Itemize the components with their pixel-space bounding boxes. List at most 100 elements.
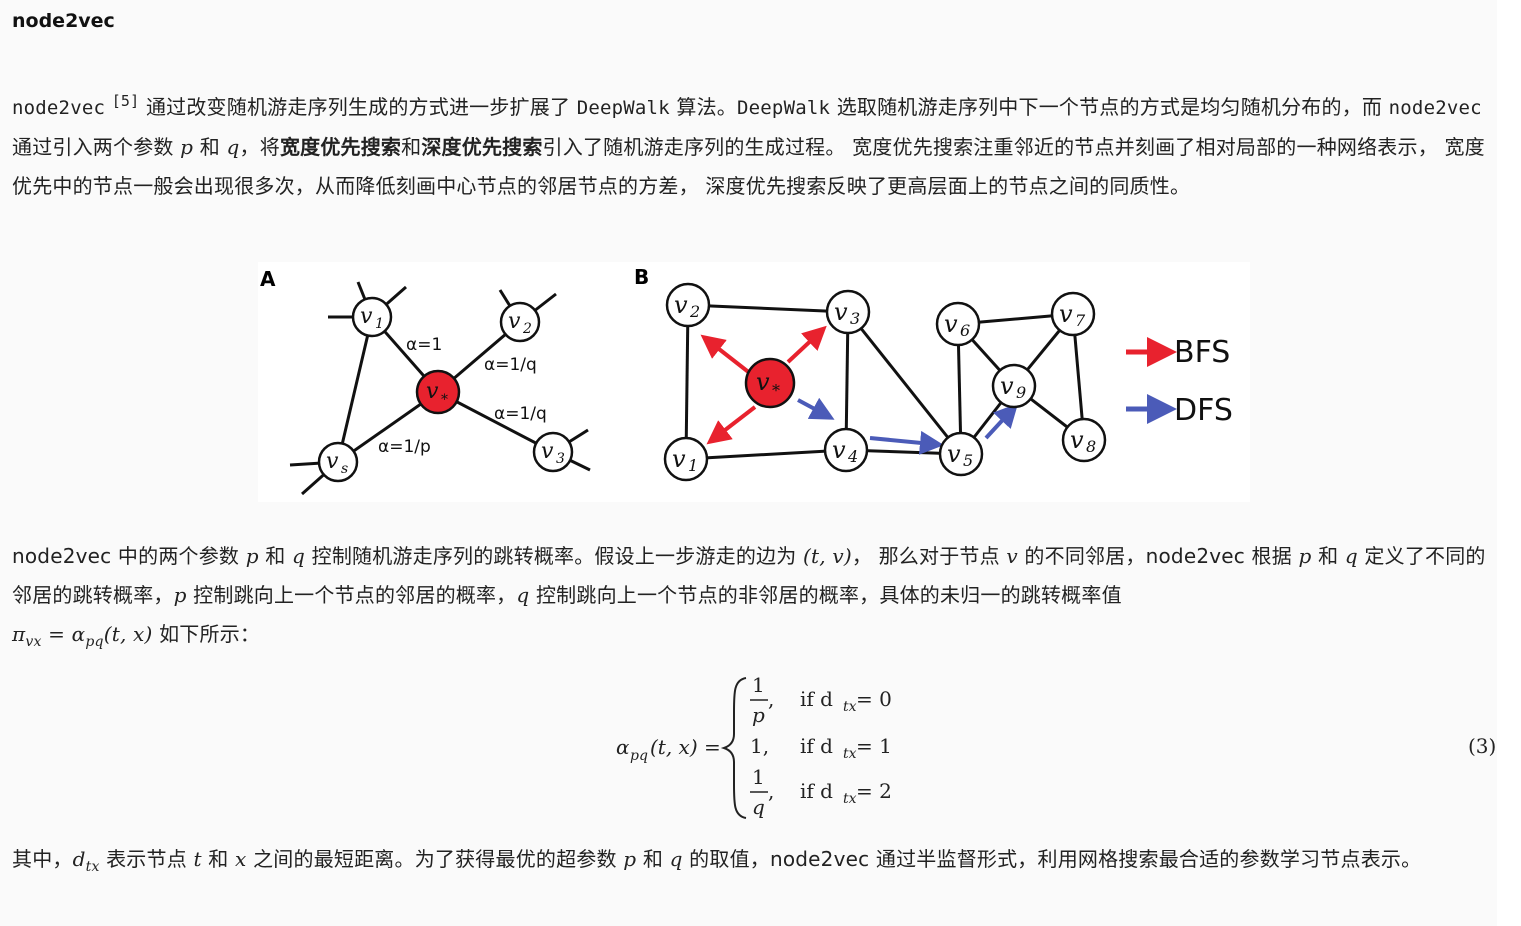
eq-alpha-sub: pq: [630, 748, 648, 764]
math-q: q: [292, 544, 306, 568]
text: ， 那么对于节点: [851, 544, 1007, 568]
text: 算法。: [669, 95, 738, 119]
node-b-v2-sub: 2: [689, 302, 700, 321]
node-vstar-label: v: [426, 379, 439, 404]
node-vs: [317, 441, 359, 483]
text: 控制跳向上一个节点的非邻居的概率，具体的未归一的跳转概率值: [529, 583, 1122, 607]
node-v1: [351, 296, 393, 338]
eq-brace: [720, 677, 747, 819]
node-v3-label: v: [541, 439, 554, 464]
node-vs-sub: s: [341, 461, 348, 477]
node-b-vstar-sub: *: [772, 381, 780, 400]
math-equals: =: [41, 622, 72, 646]
eq-case2-val: = 1: [856, 734, 892, 758]
legend-bfs: BFS: [1174, 335, 1230, 370]
math-x: x: [235, 847, 247, 871]
text: node2vec 中的两个参数: [12, 544, 246, 568]
text: 通过引入两个参数: [12, 135, 181, 159]
node-v1-sub: 1: [375, 316, 384, 332]
node-vs-label: v: [326, 449, 339, 474]
node-b-v3: [825, 289, 871, 335]
node-b-v1-sub: 1: [688, 456, 698, 475]
bold-dfs: 深度优先搜索: [421, 135, 543, 159]
term-node2vec: node2vec: [12, 97, 106, 119]
node-v2: [499, 301, 541, 343]
node-b-v5-sub: 5: [963, 451, 973, 470]
math-args: (t, x): [103, 622, 153, 646]
math-p: p: [180, 135, 194, 159]
conclusion-paragraph: 其中，dtx 表示节点 t 和 x 之间的最短距离。为了获得最优的超参数 p 和…: [12, 840, 1498, 887]
node-b-v9-sub: 9: [1016, 383, 1026, 402]
eq-case3-num: 1: [752, 765, 765, 789]
node-b-v1-label: v: [672, 445, 686, 473]
eq-case3-den: q: [752, 795, 765, 819]
text: 和: [401, 135, 422, 159]
node-vstar-sub: *: [441, 392, 448, 408]
math-alpha-sub: pq: [85, 634, 104, 650]
math-p: p: [173, 583, 187, 607]
citation-link[interactable]: [5]: [111, 92, 140, 110]
text: 表示节点: [99, 847, 194, 871]
eq-case1-comma: ,: [768, 687, 774, 711]
eq-case3-sub: tx: [843, 791, 857, 807]
eq-case2-left: 1,: [750, 734, 769, 758]
term-deepwalk: DeepWalk: [737, 97, 831, 119]
edge-label-alpha-1q: α=1/q: [484, 355, 537, 375]
node-b-v8-label: v: [1070, 426, 1084, 454]
node-b-v8-sub: 8: [1086, 437, 1096, 456]
panel-b-label: B: [634, 265, 649, 289]
text: 和: [636, 847, 670, 871]
text: 和: [201, 847, 236, 871]
node-b-v6-sub: 6: [960, 321, 970, 340]
math-p: p: [623, 847, 637, 871]
edge-label-alpha-1q-b: α=1/q: [494, 404, 547, 424]
text: 和: [258, 544, 293, 568]
text: 的取值，node2vec 通过半监督形式，利用网格搜索最合适的参数学习节点表示。: [682, 847, 1422, 871]
eq-case3-val: = 2: [856, 779, 892, 803]
text: 控制跳向上一个节点的邻居的概率，: [186, 583, 517, 607]
math-q: q: [516, 583, 530, 607]
math-pi-sub: vx: [25, 634, 42, 650]
equation-svg: α pq (t, x) = 1 p , if d tx = 0 1, if d …: [616, 673, 892, 819]
eq-case1-sub: tx: [843, 699, 857, 715]
text: 引入了随机游走序列的生成过程。 宽度优先搜索注重邻近的节点并刻画了相对局部的一种…: [12, 135, 1485, 198]
math-q: q: [226, 135, 240, 159]
eq-args: (t, x) =: [650, 735, 721, 759]
eq-case1-den: p: [752, 703, 765, 727]
edge-label-alpha-1: α=1: [406, 335, 442, 355]
text: 通过改变随机游走序列生成的方式进一步扩展了: [139, 95, 577, 119]
text: 其中，: [12, 847, 73, 871]
math-edge: (t, v): [802, 544, 852, 568]
node-b-v9-label: v: [1000, 372, 1014, 400]
node-b-v2-label: v: [674, 291, 688, 319]
term-node2vec: node2vec: [1388, 97, 1482, 119]
legend-dfs: DFS: [1174, 393, 1233, 428]
eq-alpha: α: [616, 735, 630, 759]
node-b-v7-label: v: [1059, 300, 1073, 328]
text: ，将: [239, 135, 280, 159]
math-q: q: [1344, 544, 1358, 568]
math-v: v: [1006, 544, 1018, 568]
node-b-v9: [991, 363, 1037, 409]
text: 如下所示：: [152, 622, 261, 646]
node-v2-label: v: [508, 309, 521, 334]
node-b-vstar: [744, 357, 796, 409]
node-b-v7: [1050, 291, 1096, 337]
math-pi: π: [12, 622, 26, 646]
term-deepwalk: DeepWalk: [576, 97, 670, 119]
text: 控制随机游走序列的跳转概率。假设上一步游走的边为: [305, 544, 803, 568]
bold-bfs: 宽度优先搜索: [279, 135, 402, 159]
figure-legend: BFS DFS: [1126, 335, 1233, 428]
edge-label-alpha-1p: α=1/p: [378, 437, 431, 457]
text: 选取随机游走序列中下一个节点的方式是均匀随机分布的，而: [830, 95, 1389, 119]
node-b-v8: [1061, 417, 1107, 463]
math-p: p: [245, 544, 259, 568]
figure-svg: A B v 1 v: [260, 265, 1233, 496]
math-alpha: α: [71, 622, 86, 646]
eq-case2-cond: if d: [800, 734, 833, 758]
text: 和: [1311, 544, 1345, 568]
eq-case2-sub: tx: [843, 746, 857, 762]
node-v3-sub: 3: [556, 451, 565, 467]
node2vec-figure: A B v 1 v: [258, 262, 1250, 502]
node-b-vstar-label: v: [756, 368, 770, 396]
